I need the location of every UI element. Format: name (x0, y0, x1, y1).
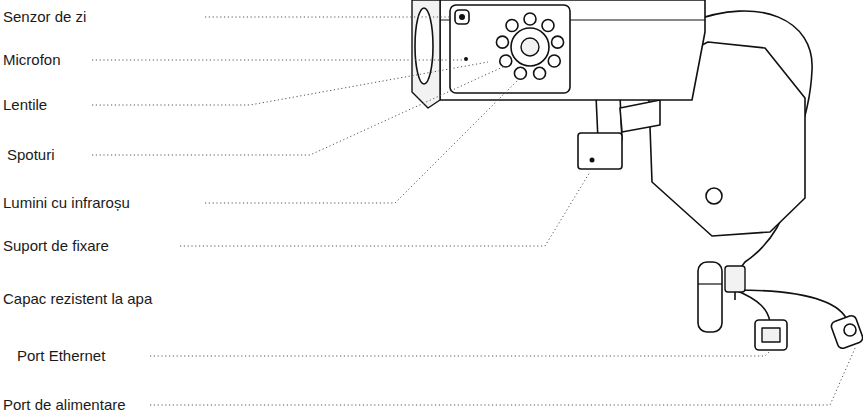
led (506, 20, 518, 32)
leader-line (150, 346, 856, 405)
lens-glass (521, 38, 539, 56)
bracket-screw (590, 158, 595, 163)
led (500, 55, 512, 67)
part-label: Lumini cu infraroșu (2, 194, 131, 212)
cable-split (735, 275, 848, 322)
part-label: Suport de fixare (2, 237, 110, 255)
waterproof-cap (698, 262, 722, 332)
leader-line (205, 78, 520, 203)
part-label: Port de alimentare (2, 396, 127, 414)
front-face (450, 5, 570, 93)
led (514, 67, 526, 79)
part-label: Senzor de zi (2, 8, 87, 26)
led-ring (496, 13, 563, 79)
ethernet-socket (762, 328, 780, 342)
leader-line (180, 172, 590, 246)
ethernet-port (755, 320, 787, 350)
part-label: Capac rezistent la apa (2, 290, 153, 308)
leader-line (92, 62, 488, 105)
camera-body (440, 0, 705, 100)
bracket-joint (620, 100, 660, 132)
part-label: Spoturi (6, 146, 56, 164)
day-sensor-dot (459, 14, 465, 20)
leader-line (150, 352, 769, 356)
second-lens (415, 8, 433, 84)
led (496, 36, 508, 48)
leader-line (92, 66, 505, 155)
lens (511, 28, 549, 66)
led (524, 13, 536, 25)
bracket-knob (578, 133, 622, 169)
led (534, 67, 546, 79)
leader-line (205, 17, 452, 18)
leader-line (92, 60, 462, 61)
part-label: Port Ethernet (16, 347, 106, 365)
front-bezel (412, 0, 440, 108)
led (548, 55, 560, 67)
led (542, 20, 554, 32)
led (552, 36, 564, 48)
part-label: Microfon (2, 51, 62, 69)
power-port (830, 314, 863, 349)
part-label: Lentile (2, 96, 48, 114)
microphone (464, 57, 468, 61)
day-sensor (455, 10, 469, 24)
power-socket (844, 324, 856, 336)
cable-sleeve (725, 266, 745, 292)
mount-hole (706, 188, 722, 204)
cap-ring (698, 283, 722, 284)
